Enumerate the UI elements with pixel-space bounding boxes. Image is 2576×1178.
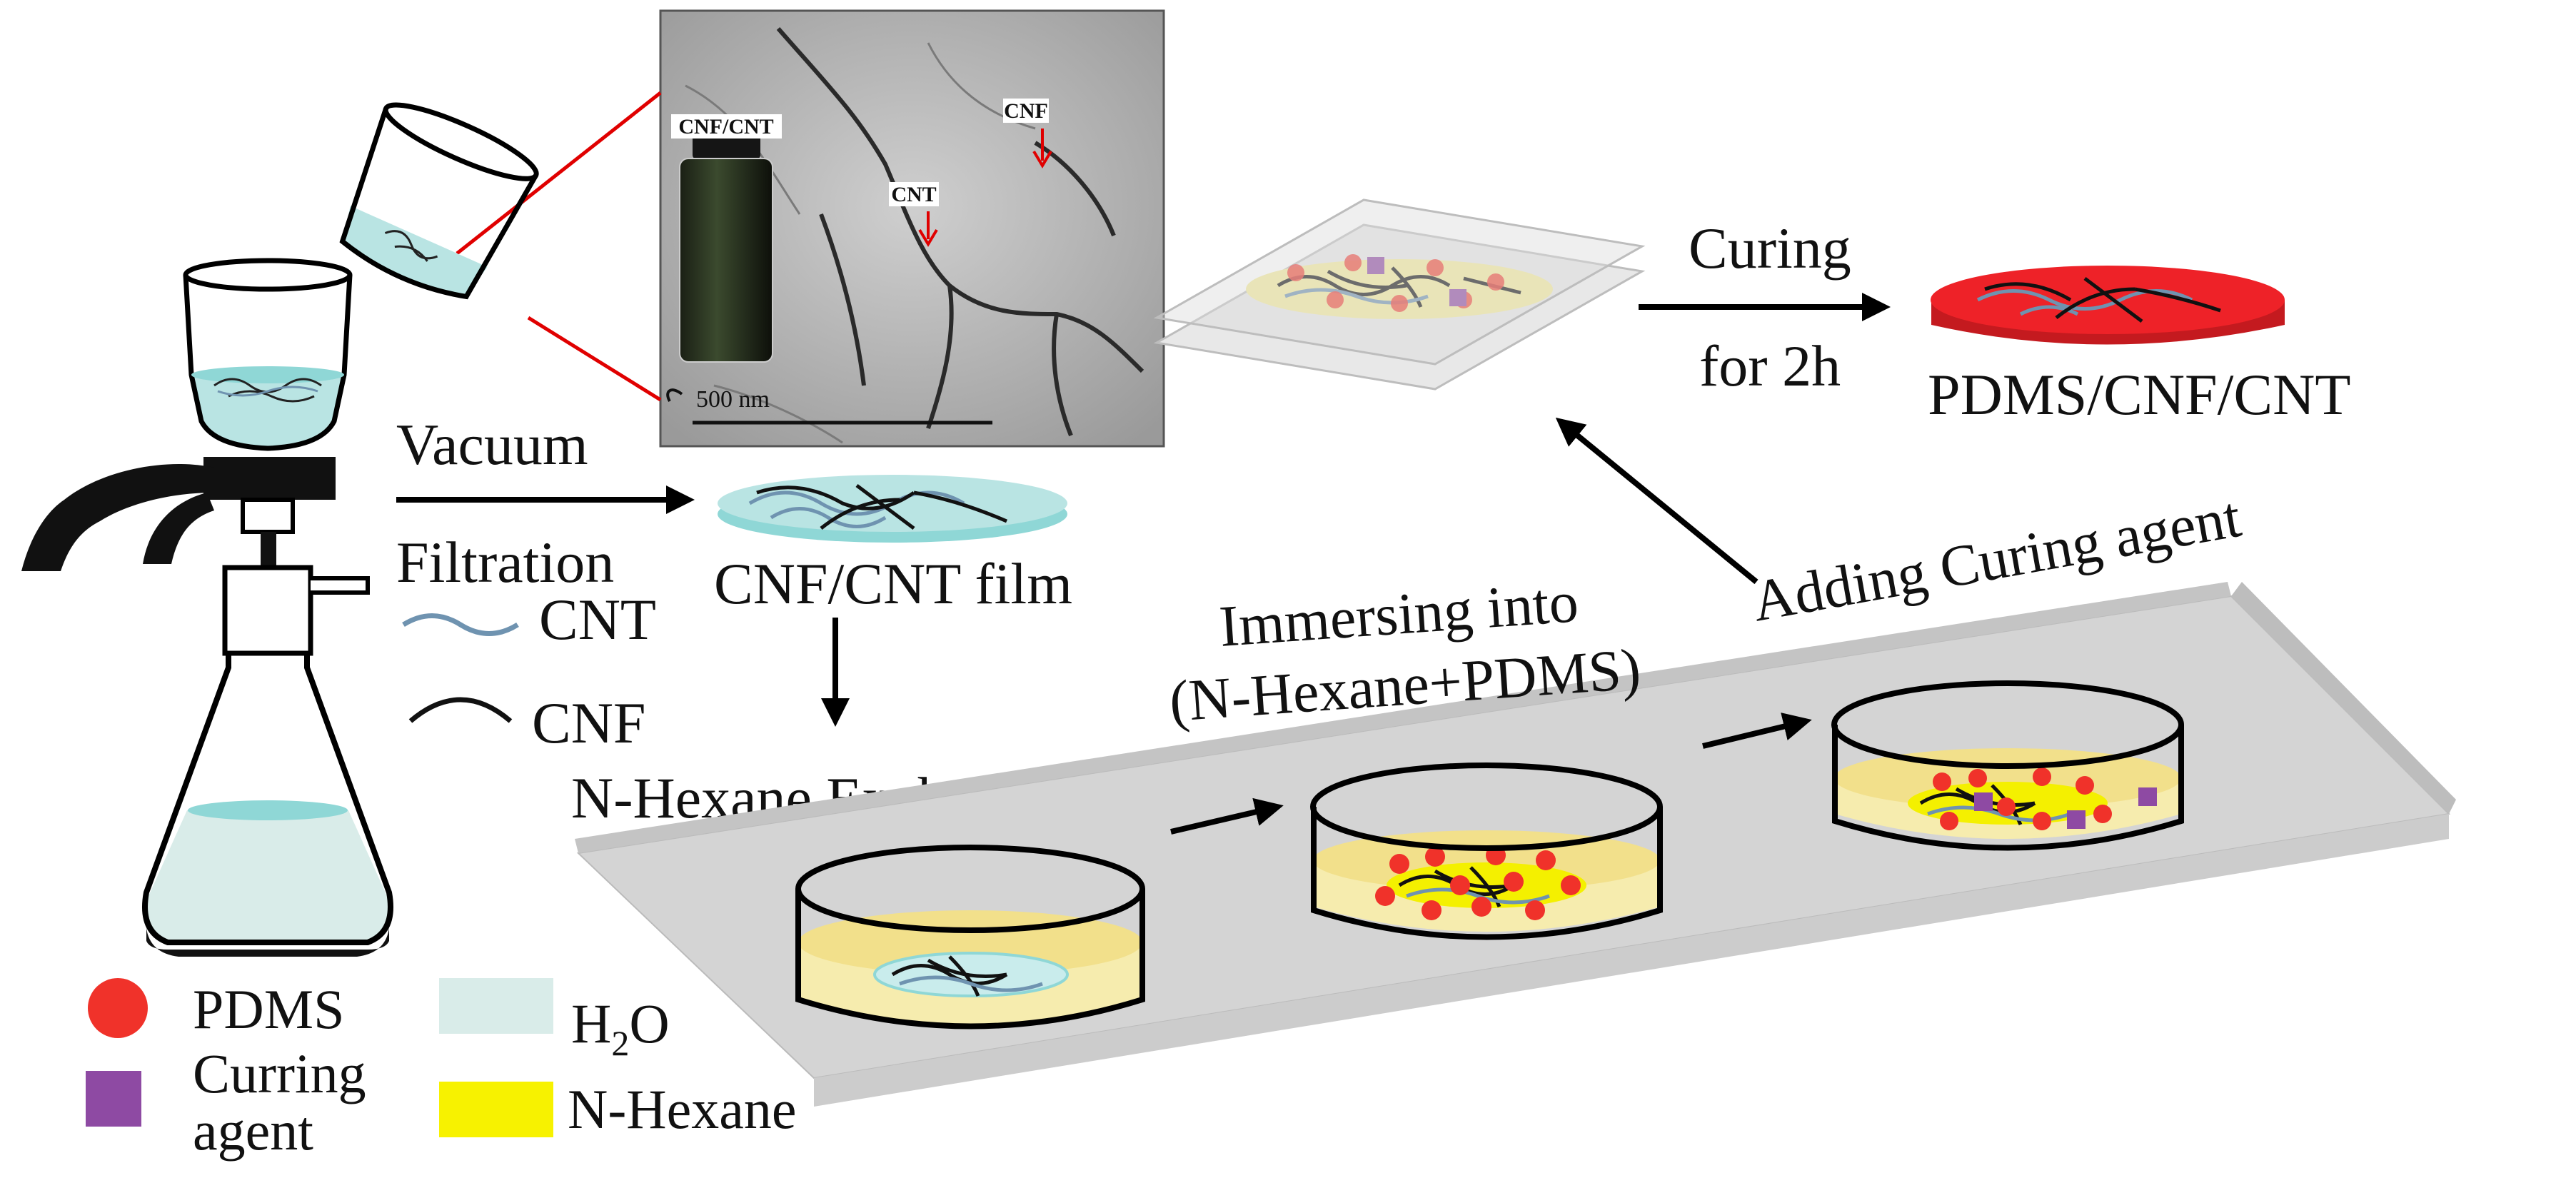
- legend-cnt-label: CNT: [539, 587, 656, 652]
- tem-cnf-arrowhead: [1032, 150, 1052, 168]
- mold-top-plate: [1153, 198, 1646, 366]
- dish2-wall: [1311, 807, 1663, 940]
- clamp-arm: [143, 493, 214, 564]
- filtration-label: Filtration: [396, 530, 614, 595]
- vial: [679, 132, 773, 363]
- product-disk: [1931, 266, 2285, 345]
- legend-cnf-swatch: [408, 697, 513, 723]
- product-disk-top: [1931, 266, 2285, 334]
- legend-curing-swatch: [86, 1071, 141, 1127]
- legend-curing-label-1: Curring: [193, 1042, 366, 1104]
- dish1-fibers: [891, 955, 1008, 997]
- cnf-cnt-film: [718, 475, 1067, 543]
- mold-curing-squares: [1367, 257, 1466, 306]
- callout-line-top: [456, 91, 662, 255]
- filtration-apparatus: [21, 258, 393, 957]
- filter-clamp: [203, 457, 336, 500]
- funnel-water-top: [191, 366, 344, 383]
- tem-cnt-arrowhead: [918, 228, 938, 247]
- shelf-front: [814, 814, 2449, 1107]
- product-cnf: [1984, 277, 2221, 323]
- legend-curing-label-2: agent: [193, 1099, 313, 1162]
- dish2-pdms-dots: [1375, 845, 1581, 920]
- clamp-handle: [21, 464, 214, 571]
- shelf-side: [2231, 582, 2456, 814]
- legend-hexane-label: N-Hexane: [568, 1078, 797, 1140]
- dish-immersing: [1310, 762, 1663, 940]
- legend-h2o-label: H2O: [571, 992, 670, 1063]
- tem-micrograph: CNF/CNT CNF CNT 500 nm: [659, 9, 1165, 448]
- product-label: PDMS/CNF/CNT: [1928, 362, 2350, 427]
- vacuum-label: Vacuum: [396, 412, 588, 477]
- tem-cnf-label-box: [1003, 99, 1049, 123]
- legend-pdms-label: PDMS: [193, 978, 344, 1040]
- curing-label-1: Curing: [1689, 216, 1851, 281]
- flask-neck-top: [241, 498, 295, 534]
- dish3-wall: [1832, 725, 2184, 851]
- flask-water-top: [188, 800, 348, 820]
- side-arm: [311, 576, 370, 595]
- mold-sample: [1246, 259, 1553, 319]
- tilted-beaker: [339, 102, 539, 300]
- film-cnt-fibers: [748, 490, 965, 528]
- legend-h2o-swatch: [439, 978, 553, 1034]
- legend-hexane-swatch: [439, 1082, 553, 1137]
- curing-label-2: for 2h: [1699, 333, 1841, 398]
- product-cnt: [1976, 289, 2193, 316]
- dish3-curing-squares: [1974, 787, 2157, 829]
- vial-cap: [693, 132, 760, 159]
- funnel-fibers-blue: [217, 386, 318, 397]
- beaker-glass: [339, 107, 538, 300]
- glass-mold: [1153, 198, 1646, 391]
- film-cnf-fibers: [756, 483, 1007, 530]
- funnel-wall: [183, 274, 353, 451]
- dish3-pdms-dots: [1933, 767, 2112, 830]
- tem-cnf-label: CNF: [1004, 99, 1048, 123]
- funnel-rim: [183, 258, 353, 292]
- mold-fibers: [1277, 266, 1521, 308]
- tem-cnt-label: CNT: [891, 183, 936, 206]
- legend-cnt-swatch: [402, 613, 519, 636]
- scale-label: 500 nm: [696, 386, 770, 413]
- flask-neck: [222, 565, 313, 656]
- legend-cnf-label: CNF: [532, 690, 646, 755]
- beaker-water: [342, 206, 488, 297]
- shelf-back-edge: [575, 582, 2231, 853]
- dish-curing-agent: [1831, 680, 2184, 851]
- flask-base: [146, 928, 389, 957]
- arrow-to-mold: [1555, 417, 1759, 585]
- stopper: [261, 532, 276, 571]
- dish1-wall: [795, 889, 1145, 1030]
- dish-exchange: [795, 845, 1145, 1030]
- tem-cnt-label-box: [889, 182, 939, 206]
- beaker-fibers: [384, 230, 438, 262]
- dish1-cnt: [899, 975, 1043, 992]
- arrow-1-2: [1170, 797, 1284, 835]
- vial-label-box: [671, 114, 782, 139]
- tem-fiber-cracks: [776, 27, 1144, 437]
- flask-water: [147, 810, 388, 941]
- arrow-2-3: [1702, 713, 1812, 749]
- film-label: CNF/CNT film: [714, 551, 1072, 616]
- scale-hook: [666, 388, 683, 402]
- callout-line-bottom: [527, 316, 662, 402]
- vial-label: CNF/CNT: [678, 115, 773, 139]
- legend-pdms-swatch: [88, 978, 148, 1038]
- vial-body: [679, 158, 773, 363]
- beaker-rim: [383, 102, 539, 181]
- mold-pdms-dots: [1287, 254, 1504, 312]
- funnel-water: [191, 375, 344, 446]
- dish2-cnt: [1406, 887, 1550, 905]
- flask-wall: [142, 653, 393, 945]
